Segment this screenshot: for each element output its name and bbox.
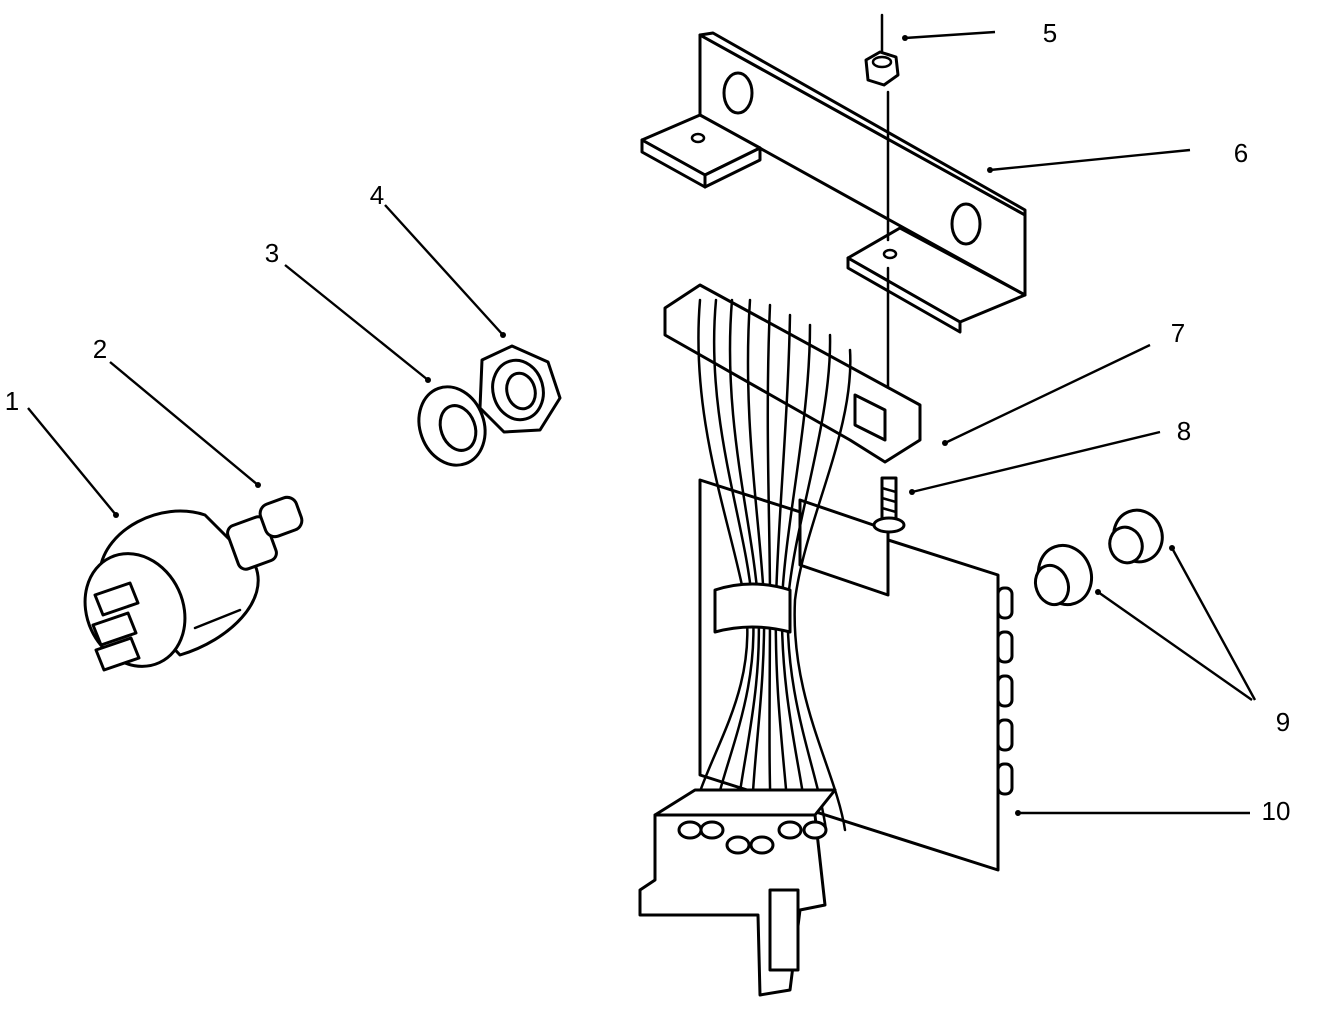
callout-4: 4 — [370, 180, 384, 210]
lamp-sockets — [1033, 508, 1164, 607]
push-switch — [83, 495, 304, 672]
washer — [417, 385, 487, 467]
callout-9: 9 — [1276, 707, 1290, 737]
hex-nut-large — [478, 344, 562, 434]
screw — [872, 476, 906, 534]
leader-lines — [27, 30, 1257, 815]
callout-3: 3 — [265, 238, 279, 268]
callout-10: 10 — [1262, 796, 1291, 826]
callout-2: 2 — [93, 334, 107, 364]
circuit-board — [698, 478, 1014, 872]
callout-8: 8 — [1177, 416, 1191, 446]
mounting-bracket — [640, 31, 1027, 334]
callout-labels: 1 2 3 4 5 6 7 8 9 10 — [5, 18, 1291, 826]
callout-6: 6 — [1234, 138, 1248, 168]
callout-5: 5 — [1043, 18, 1057, 48]
wiring-harness — [638, 283, 922, 997]
callout-7: 7 — [1171, 318, 1185, 348]
leader-dots — [113, 35, 1175, 816]
callout-1: 1 — [5, 386, 19, 416]
